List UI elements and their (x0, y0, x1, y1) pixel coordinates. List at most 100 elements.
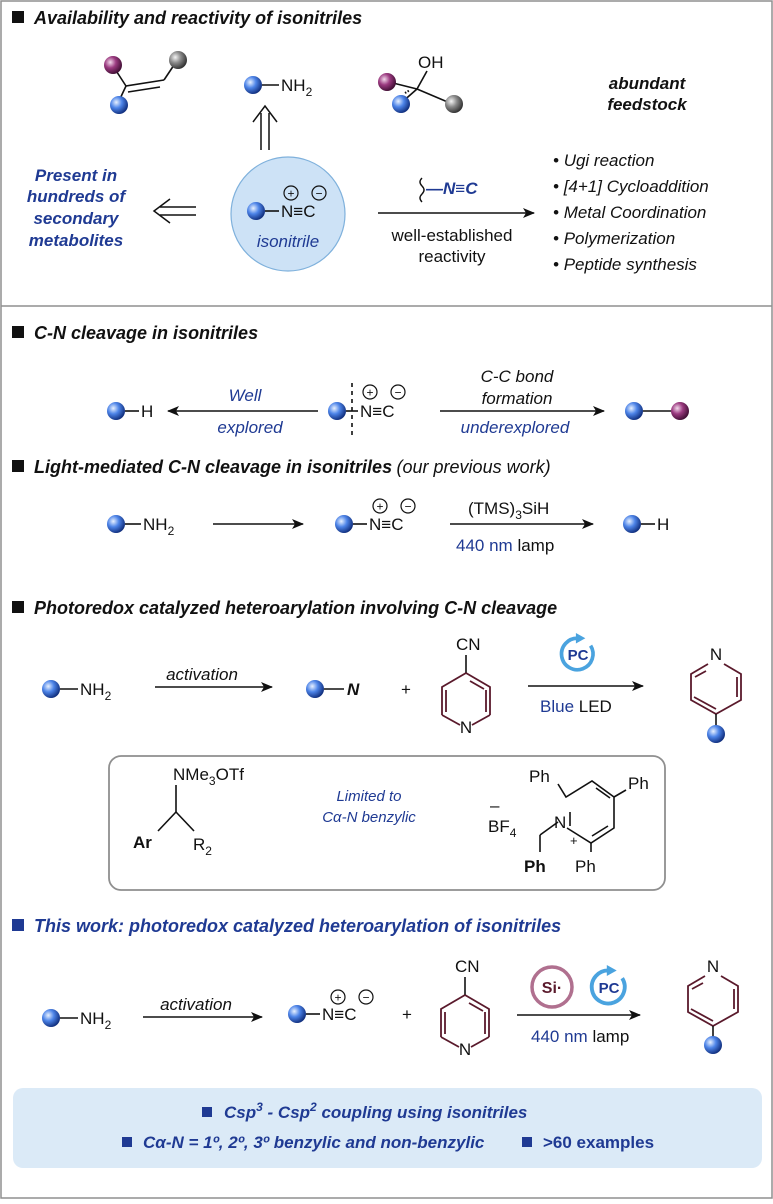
svg-text:N: N (707, 957, 719, 976)
hydroxyl-label: OH (418, 53, 444, 72)
svg-text:Blue LED: Blue LED (540, 697, 612, 716)
blue-ball-icon (107, 515, 125, 533)
retro-arrow-up (252, 104, 278, 150)
amine-structure: NH2 (244, 76, 313, 99)
blue-ball-icon (335, 515, 353, 533)
reaction-list: • Ugi reaction • [4+1] Cycloaddition • M… (553, 151, 709, 274)
svg-text:−: − (362, 991, 369, 1005)
isonitrile-core: N≡C + − isonitrile (230, 156, 346, 272)
light-mediated-scheme: NH2 N≡C + − (TMS)3SiH 440 nm lamp H (107, 498, 669, 555)
reaction-item: • [4+1] Cycloaddition (553, 177, 709, 196)
blue-ball-icon (244, 76, 262, 94)
section3-title: Light-mediated C-N cleavage in isonitril… (34, 457, 551, 477)
svg-text:N≡C: N≡C (322, 1005, 356, 1024)
alkene-fragment (104, 51, 187, 114)
photoredox-previous-scheme: NH2 activation N + CN N PC Blue LED N (42, 633, 742, 743)
blue-ball-icon (306, 680, 324, 698)
section5-title: This work: photoredox catalyzed heteroar… (34, 916, 561, 936)
section-bullet (12, 601, 24, 613)
minus-charge-icon (358, 989, 374, 1005)
section-bullet (12, 919, 24, 931)
reaction-item: • Metal Coordination (553, 203, 706, 222)
cyanopyridine-structure: CN N (440, 957, 490, 1059)
svg-text:hundreds of: hundreds of (27, 187, 128, 206)
product-pyridine: N (687, 957, 739, 1054)
svg-text:H: H (141, 402, 153, 421)
svg-text:explored: explored (217, 418, 283, 437)
svg-text:reactivity: reactivity (418, 247, 486, 266)
svg-text:NH2: NH2 (80, 680, 112, 703)
reaction-item: • Peptide synthesis (553, 255, 697, 274)
svg-text:440 nm lamp: 440 nm lamp (456, 536, 554, 555)
svg-text:Ph: Ph (524, 857, 546, 876)
isonitrile-group: N≡C (281, 202, 315, 221)
plus-charge-icon (372, 498, 388, 514)
svg-text:BF4: BF4 (488, 817, 517, 840)
blue-ball-icon (42, 680, 60, 698)
blue-ball-icon (42, 1009, 60, 1027)
svg-text:N: N (460, 718, 472, 737)
svg-text:−: − (394, 386, 401, 400)
svg-text:Ar: Ar (133, 833, 152, 852)
svg-text:well-established: well-established (391, 226, 513, 245)
svg-text:activation: activation (160, 995, 232, 1014)
section1-title: Availability and reactivity of isonitril… (33, 8, 362, 28)
section4-title: Photoredox catalyzed heteroarylation inv… (34, 598, 557, 618)
svg-text:N: N (554, 813, 566, 832)
blue-ball-icon (623, 515, 641, 533)
svg-text:440 nm lamp: 440 nm lamp (531, 1027, 629, 1046)
svg-text:underexplored: underexplored (461, 418, 570, 437)
feedstock-line2: feedstock (607, 95, 688, 114)
summary-line2b: >60 examples (543, 1133, 654, 1152)
plus-charge-icon (330, 989, 346, 1005)
isonitrile-label: isonitrile (257, 232, 319, 251)
svg-text:N≡C: N≡C (369, 515, 403, 534)
wavy-bond-icon (419, 177, 425, 203)
blue-ball-icon (328, 402, 346, 420)
svg-text:Limited to: Limited to (336, 788, 401, 805)
reactivity-arrow: —N≡C well-established reactivity (378, 177, 535, 266)
svg-text:+: + (401, 680, 411, 699)
purple-ball-icon (104, 56, 122, 74)
summary-line1: Csp3 - Csp2 coupling using isonitriles (224, 1100, 527, 1122)
minus-charge-icon (400, 498, 416, 514)
svg-text:Ph: Ph (575, 857, 596, 876)
svg-text:NMe3OTf: NMe3OTf (173, 765, 244, 788)
blue-ball-icon (707, 725, 725, 743)
section-bullet (12, 460, 24, 472)
grey-ball-icon (169, 51, 187, 69)
svg-text:−: − (404, 500, 411, 514)
svg-text:metabolites: metabolites (29, 231, 123, 250)
minus-charge-icon (390, 384, 406, 400)
svg-text:Cα-N benzylic: Cα-N benzylic (322, 809, 416, 826)
product-pyridine: N (690, 645, 742, 743)
svg-text:CN: CN (456, 635, 481, 654)
feedstock-line1: abundant (609, 74, 687, 93)
svg-text:R2: R2 (193, 835, 212, 858)
svg-text:−: − (315, 187, 322, 201)
cyanopyridine-structure: CN N (441, 635, 491, 737)
limitation-box: NMe3OTf Ar R2 Limited to Cα-N benzylic –… (108, 755, 666, 891)
svg-text:NH2: NH2 (80, 1009, 112, 1032)
summary-bullet (522, 1137, 532, 1147)
svg-text:Ph: Ph (628, 774, 649, 793)
svg-text:Ph: Ph (529, 767, 550, 786)
svg-text:H: H (657, 515, 669, 534)
blue-ball-icon (107, 402, 125, 420)
summary-line2a: Cα-N = 1º, 2º, 3º benzylic and non-benzy… (143, 1133, 485, 1152)
summary-bullet (202, 1107, 212, 1117)
blue-ball-icon (625, 402, 643, 420)
this-work-scheme: NH2 activation N≡C + − + CN N Si· PC 440… (42, 957, 739, 1059)
svg-text:secondary: secondary (33, 209, 120, 228)
summary-bullet (122, 1137, 132, 1147)
svg-text:+: + (334, 991, 341, 1005)
svg-text:activation: activation (166, 665, 238, 684)
svg-text:N: N (347, 680, 360, 699)
svg-text:(TMS)3SiH: (TMS)3SiH (468, 499, 549, 522)
svg-text:C-C bond: C-C bond (481, 367, 554, 386)
svg-text:Well: Well (229, 386, 263, 405)
grey-ball-icon (445, 95, 463, 113)
retro-arrow-left (152, 198, 196, 224)
